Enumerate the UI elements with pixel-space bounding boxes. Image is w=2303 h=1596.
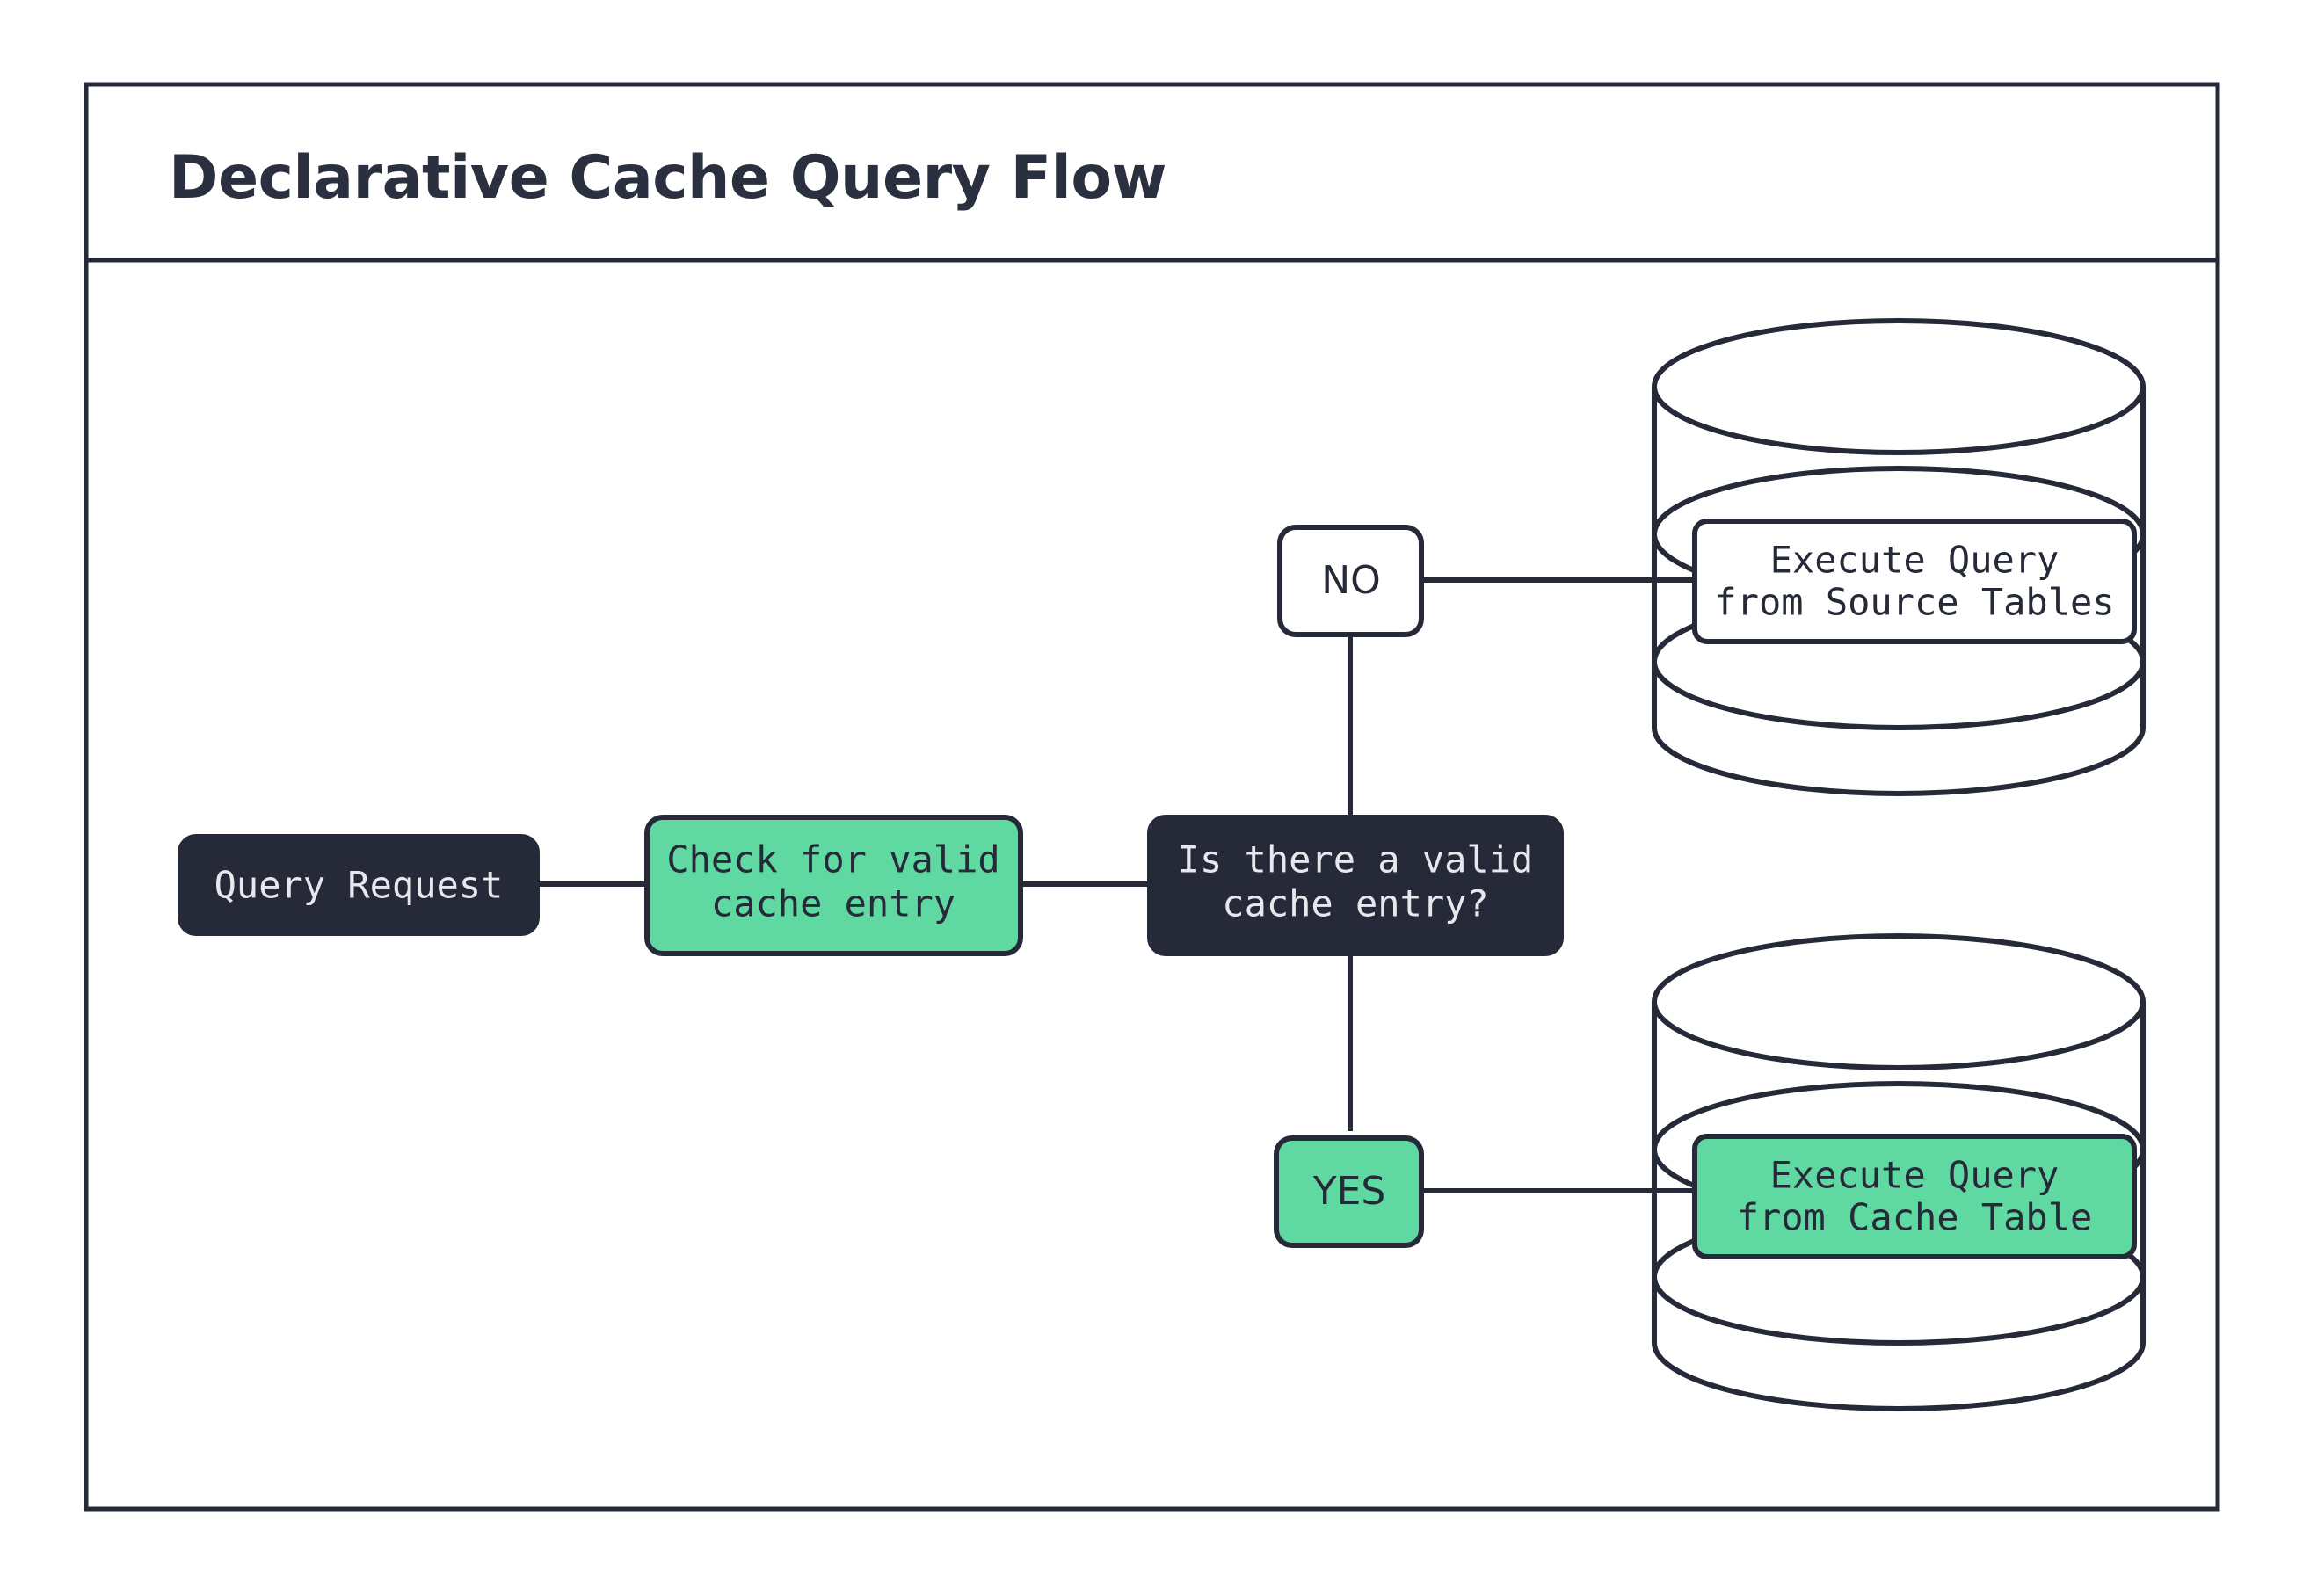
cache-db-label-plate	[1692, 1134, 2137, 1259]
source-db-label-line1: Execute Query	[1770, 539, 2060, 582]
source-db-bottom-arc	[1652, 725, 2146, 796]
yes-label-box	[1274, 1135, 1424, 1248]
cache-db-label-line1: Execute Query	[1770, 1154, 2060, 1197]
node-check-cache[interactable]: Check for valid cache entry	[644, 815, 1023, 956]
node-cache-database[interactable]: Execute Query from Cache Table	[1652, 933, 2146, 1411]
edge-label-yes[interactable]: YES	[1274, 1135, 1424, 1248]
cache-db-disk-1	[1652, 933, 2146, 1070]
yes-label-text: YES	[1312, 1169, 1386, 1214]
check-cache-box	[644, 815, 1023, 956]
source-db-disk-1	[1652, 318, 2146, 455]
decision-label-line2: cache entry?	[1222, 882, 1488, 925]
node-source-database[interactable]: Execute Query from Source Tables	[1652, 318, 2146, 796]
node-query-request[interactable]: Query Request	[178, 834, 540, 936]
cache-db-bottom-arc	[1652, 1340, 2146, 1411]
query-request-box	[178, 834, 540, 936]
cache-db-label-line2: from Cache Table	[1737, 1196, 2093, 1239]
source-db-label-plate	[1692, 519, 2137, 644]
no-label-box	[1277, 525, 1424, 637]
check-cache-label-line1: Check for valid	[666, 838, 999, 881]
source-db-label-line2: from Source Tables	[1714, 581, 2114, 624]
decision-box	[1147, 815, 1564, 956]
check-cache-label-line2: cache entry	[711, 882, 955, 925]
decision-label-line1: Is there a valid	[1178, 838, 1534, 881]
query-request-label: Query Request	[214, 864, 504, 907]
page-title: Declarative Cache Query Flow	[169, 143, 1166, 213]
no-label-text: NO	[1321, 558, 1381, 603]
edge-label-no[interactable]: NO	[1277, 525, 1424, 637]
node-decision[interactable]: Is there a valid cache entry?	[1147, 815, 1564, 956]
